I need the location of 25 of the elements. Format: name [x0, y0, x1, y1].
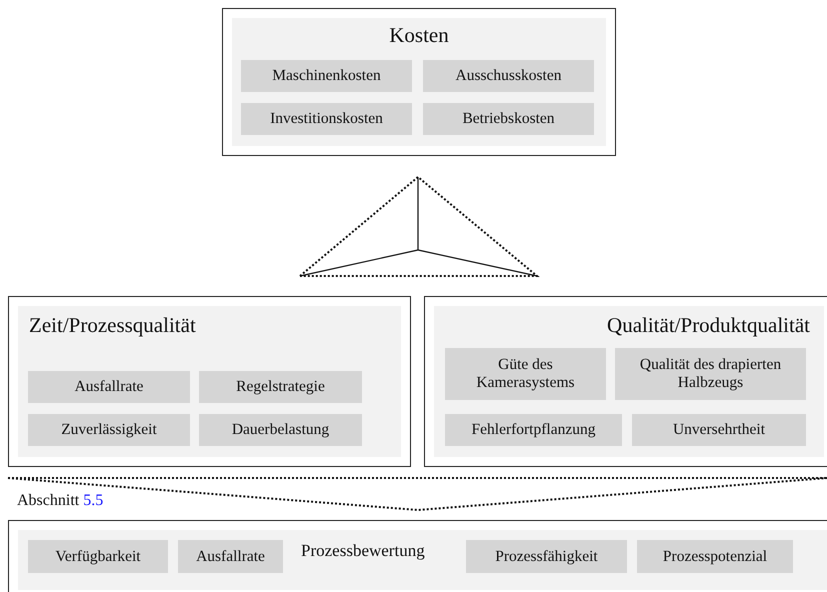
category-title: Prozessbewertung [301, 541, 425, 561]
category-box [8, 296, 411, 467]
criterion-box: Zuverlässigkeit [28, 414, 190, 446]
category-box [8, 520, 827, 592]
criterion-box: Unversehrtheit [632, 414, 806, 446]
criterion-box: Ausfallrate [178, 540, 283, 573]
criterion-box: Güte des Kamerasystems [445, 348, 606, 400]
category-title: Kosten [388, 23, 450, 48]
criterion-box: Ausschusskosten [423, 60, 594, 92]
criterion-box: Investitionskosten [241, 103, 412, 135]
criterion-box: Regelstrategie [199, 371, 362, 403]
category-title: Qualität/Produktqualität [607, 313, 810, 338]
criterion-box: Prozesspotenzial [637, 540, 793, 573]
criterion-box: Dauerbelastung [199, 414, 362, 446]
category-title: Zeit/Prozessqualität [29, 313, 196, 338]
criterion-box: Qualität des drapierten Halbzeugs [615, 348, 806, 400]
criterion-box: Ausfallrate [28, 371, 190, 403]
criterion-box: Betriebskosten [423, 103, 594, 135]
criterion-box: Fehlerfortpflanzung [445, 414, 622, 446]
section-reference: Abschnitt 5.5 [17, 492, 104, 510]
criterion-box: Prozessfähigkeit [466, 540, 627, 573]
category-box [222, 8, 616, 156]
criterion-box: Maschinenkosten [241, 60, 412, 92]
criterion-box: Verfügbarkeit [28, 540, 168, 573]
section-link: 5.5 [83, 492, 104, 509]
